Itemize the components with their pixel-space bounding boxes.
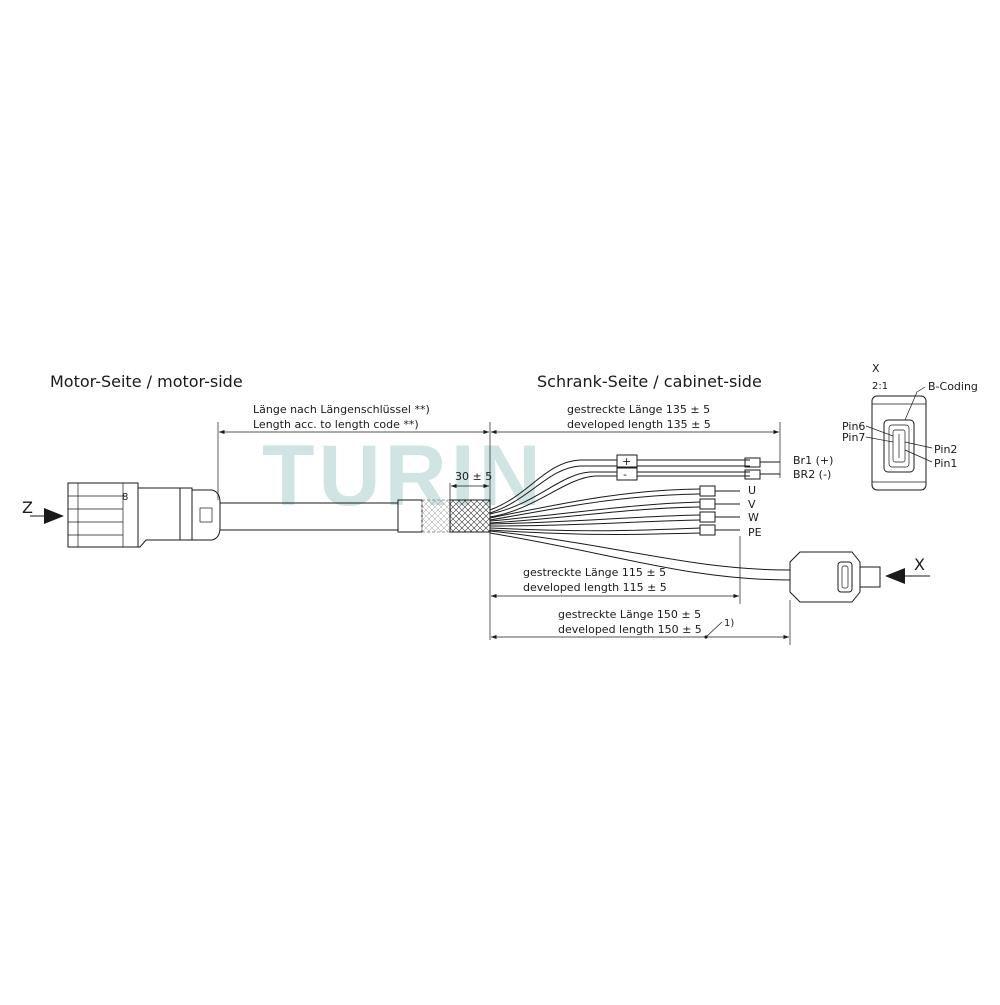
- dimension-shield: [449, 483, 489, 500]
- pin6-label: Pin6: [842, 420, 865, 433]
- pin7-label: Pin7: [842, 431, 865, 444]
- motor-side-title: Motor-Seite / motor-side: [50, 372, 243, 391]
- shield-length-label: 30 ± 5: [455, 470, 492, 483]
- motor-connector-mark: 8: [122, 492, 128, 503]
- length-code-de: Länge nach Längenschlüssel **): [253, 403, 430, 416]
- b-coding-label: B-Coding: [928, 380, 978, 393]
- wire-label-br2: BR2 (-): [793, 468, 831, 481]
- view-x-arrow: [885, 568, 930, 584]
- length-150-de: gestreckte Länge 150 ± 5: [558, 608, 701, 621]
- dimension-150: [491, 600, 791, 645]
- dimension-135: [491, 422, 781, 478]
- wire-label-u: U: [748, 484, 756, 497]
- detail-x-connector: [865, 386, 933, 491]
- view-z-arrow: [30, 508, 64, 524]
- signal-connector: [789, 551, 881, 603]
- cabinet-side-title: Schrank-Seite / cabinet-side: [537, 372, 762, 391]
- pin2-label: Pin2: [934, 443, 957, 456]
- length-150-en: developed length 150 ± 5: [558, 623, 702, 636]
- view-z-label: Z: [22, 498, 33, 517]
- wire-label-v: V: [748, 498, 756, 511]
- pin1-label: Pin1: [934, 457, 957, 470]
- length-135-en: developed length 135 ± 5: [567, 418, 711, 431]
- watermark-text: TURIN: [262, 428, 545, 524]
- wire-label-pe: PE: [748, 526, 762, 539]
- motor-connector: 8: [67, 482, 221, 548]
- brake-wire-markers: + -: [616, 454, 780, 481]
- wire-label-w: W: [748, 511, 759, 524]
- power-wire-ferrules: [699, 485, 740, 536]
- wire-label-br1: Br1 (+): [793, 454, 833, 467]
- br-plus-marker: +: [622, 455, 631, 468]
- footnote-marker: 1): [724, 618, 734, 629]
- dimension-length-code: [217, 422, 491, 640]
- main-cable: [220, 499, 491, 533]
- br-minus-marker: -: [623, 468, 627, 481]
- dimension-115: [491, 536, 741, 604]
- view-x-label: X: [914, 555, 925, 574]
- length-115-en: developed length 115 ± 5: [523, 581, 667, 594]
- detail-x-scale: 2:1: [872, 381, 888, 392]
- length-code-en: Length acc. to length code **): [253, 418, 419, 431]
- length-135-de: gestreckte Länge 135 ± 5: [567, 403, 710, 416]
- detail-x-title: X: [872, 362, 880, 375]
- length-115-de: gestreckte Länge 115 ± 5: [523, 566, 666, 579]
- wire-bundle: [489, 459, 791, 581]
